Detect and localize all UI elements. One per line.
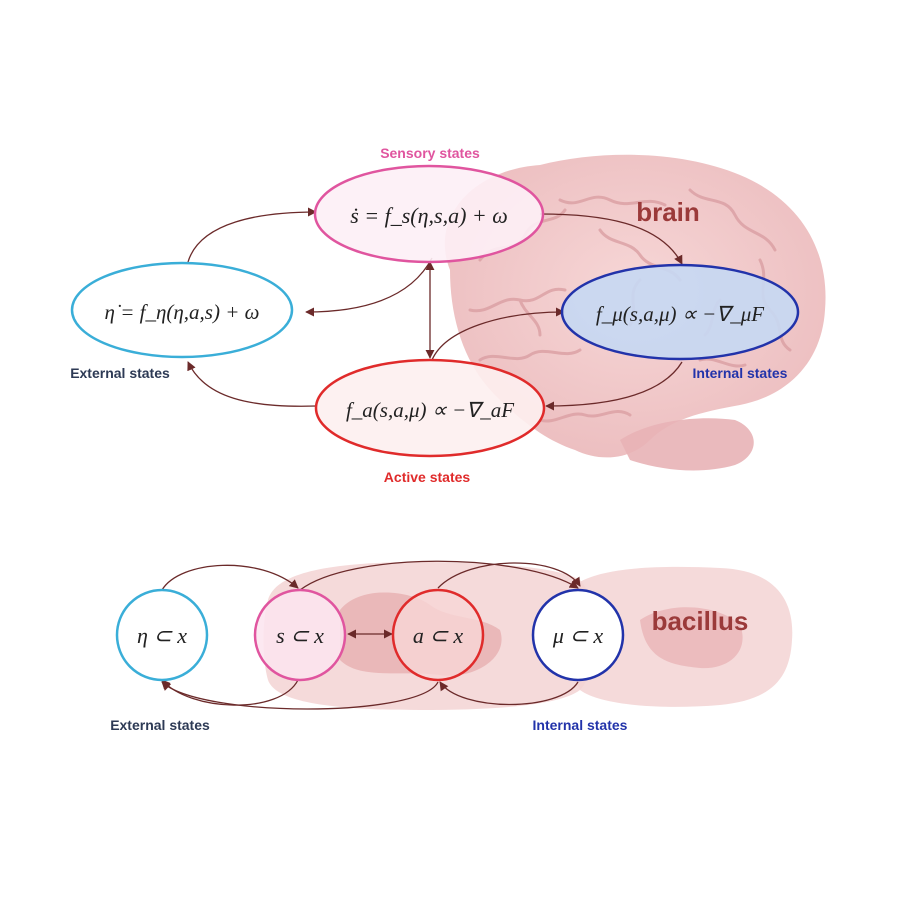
arrow-active-to-internal (431, 307, 565, 361)
s-node: s ⊂ x (253, 588, 347, 682)
external-states-label-top: External states (70, 365, 170, 381)
a-node-text: a ⊂ x (413, 623, 463, 648)
internal-states-label-top: Internal states (693, 365, 788, 381)
sensory-equation: ṡ = f_s(η,s,a) + ω (350, 203, 508, 228)
active-states-label: Active states (384, 469, 471, 485)
arrow-sensory-to-external (305, 257, 433, 317)
arrow-eta-to-s (161, 564, 299, 591)
arrow-a-to-mu (437, 562, 581, 589)
mu-node: μ ⊂ x (531, 588, 625, 682)
sensory-node: ṡ = f_s(η,s,a) + ω (313, 164, 545, 264)
a-node: a ⊂ x (391, 588, 485, 682)
bottom-arrows (161, 560, 581, 710)
arrow-s-to-mu (299, 560, 579, 591)
arrow-active-to-external (187, 361, 317, 407)
mu-node-text: μ ⊂ x (552, 623, 603, 648)
active-node: f_a(s,a,μ) ∝ −∇_aF (314, 358, 546, 458)
external-equation: η̇ = f_η(η,a,s) + ω (105, 300, 260, 324)
arrow-sensory-to-internal (539, 213, 683, 265)
external-node: η̇ = f_η(η,a,s) + ω (70, 261, 294, 359)
internal-states-label-bottom: Internal states (533, 717, 628, 733)
top-arrows (187, 207, 683, 411)
arrow-external-to-sensory (187, 207, 317, 263)
bacillus-label: bacillus (652, 606, 749, 636)
active-equation: f_a(s,a,μ) ∝ −∇_aF (346, 398, 514, 422)
arrow-mu-to-a (439, 681, 579, 706)
eta-node: η ⊂ x (115, 588, 209, 682)
s-node-text: s ⊂ x (276, 623, 324, 648)
brain-label: brain (636, 197, 700, 227)
external-states-label-bottom: External states (110, 717, 210, 733)
eta-node-text: η ⊂ x (137, 623, 187, 648)
internal-equation: f_μ(s,a,μ) ∝ −∇_μF (596, 302, 764, 326)
internal-node: f_μ(s,a,μ) ∝ −∇_μF (560, 263, 800, 361)
arrow-a-to-eta (161, 681, 439, 710)
sensory-states-label: Sensory states (380, 145, 480, 161)
arrow-internal-to-active (545, 361, 683, 411)
